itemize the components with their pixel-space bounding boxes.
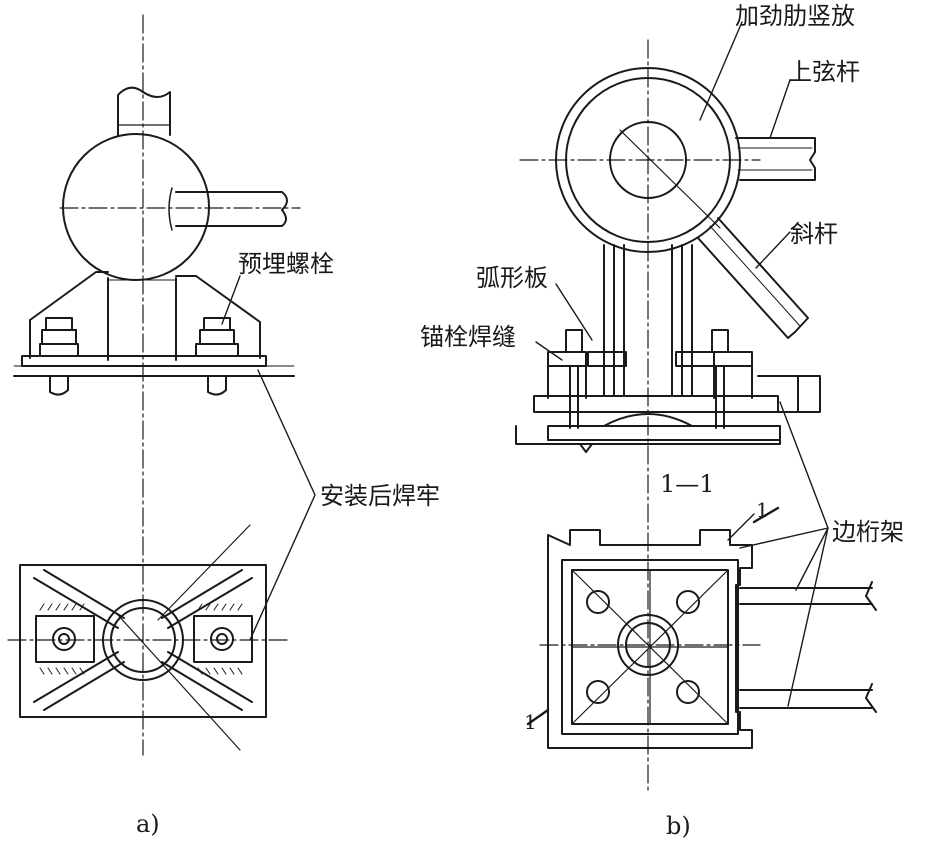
a-horizontal-member bbox=[175, 191, 288, 227]
label-top-chord: 上弦杆 bbox=[788, 58, 860, 86]
diagram-b-plan bbox=[526, 401, 877, 749]
label-cut-mark-top: 1 bbox=[756, 498, 769, 522]
label-edge-truss: 边桁架 bbox=[832, 518, 904, 546]
a-plan-pipe bbox=[102, 599, 184, 681]
b-diagonal-member bbox=[697, 217, 809, 339]
a-left-bolt bbox=[39, 317, 79, 396]
diagram-a-plan bbox=[7, 369, 316, 751]
b-anchor-hole bbox=[676, 680, 700, 704]
label-stiffener-vertical: 加劲肋竖放 bbox=[735, 2, 855, 30]
b-plan-frame bbox=[547, 529, 753, 749]
caption-b: b) bbox=[666, 812, 691, 840]
b-arc-plate bbox=[603, 413, 693, 427]
a-plan-base-plate bbox=[19, 564, 267, 718]
diagram-a-elevation bbox=[13, 14, 301, 756]
a-base-plate bbox=[21, 355, 267, 367]
label-arc-plate: 弧形板 bbox=[476, 264, 548, 292]
b-foundation bbox=[515, 425, 781, 453]
a-plan-left-pad bbox=[35, 615, 95, 663]
label-cut-mark-bottom: 1 bbox=[524, 710, 537, 734]
a-weld-marks bbox=[39, 603, 243, 675]
b-top-chord bbox=[735, 137, 816, 181]
label-weld-after-install: 安装后焊牢 bbox=[320, 482, 440, 510]
a-plan-ribs bbox=[33, 569, 253, 711]
b-leaders bbox=[535, 21, 791, 361]
a-left-gusset bbox=[29, 271, 109, 359]
b-edge-truss-chords bbox=[739, 581, 877, 713]
diagram-b-elevation bbox=[515, 21, 821, 791]
b-anchor-hole bbox=[676, 590, 700, 614]
a-leader-weld bbox=[249, 369, 316, 641]
b-anchor-hole bbox=[586, 590, 610, 614]
label-embedded-bolt: 预埋螺栓 bbox=[238, 250, 334, 278]
a-right-gusset bbox=[175, 275, 261, 359]
b-stiffener-ring bbox=[609, 121, 687, 199]
a-leader-embedded-bolt bbox=[221, 275, 241, 325]
b-cut-line bbox=[526, 506, 780, 726]
a-ball-node bbox=[62, 133, 210, 281]
a-top-pipe bbox=[117, 86, 171, 136]
a-right-bolt bbox=[195, 317, 239, 396]
b-base-plate bbox=[533, 395, 779, 413]
b-anchor-hole bbox=[586, 680, 610, 704]
b-ball-outer bbox=[555, 67, 741, 253]
label-diagonal: 斜杆 bbox=[790, 220, 838, 248]
label-section-1-1: 1—1 bbox=[660, 470, 715, 498]
a-support-column bbox=[107, 277, 177, 361]
caption-a: a) bbox=[136, 810, 160, 838]
a-plan-right-pad bbox=[193, 615, 253, 663]
b-leader-edge-truss bbox=[739, 401, 829, 707]
b-support-columns bbox=[603, 244, 693, 396]
label-anchor-weld: 锚栓焊缝 bbox=[420, 323, 516, 351]
